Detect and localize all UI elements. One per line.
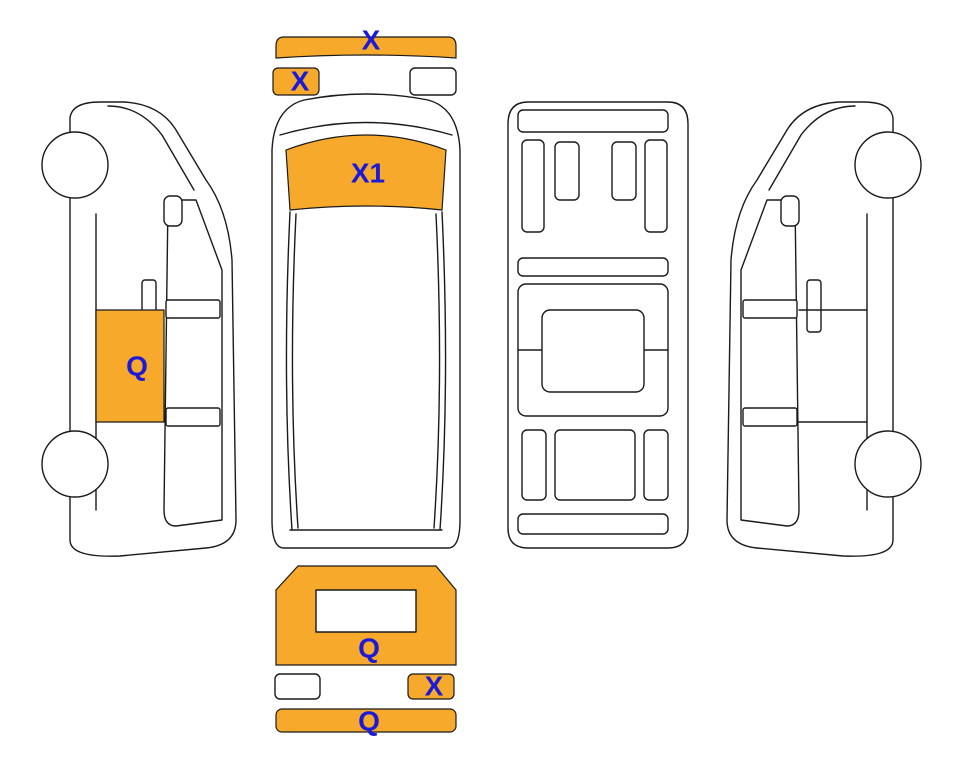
front-bumper-label: X xyxy=(362,25,381,56)
rear-left-light[interactable] xyxy=(274,673,321,700)
front-left-light-label: X xyxy=(291,66,310,97)
roof-left-rail-inner xyxy=(291,213,299,529)
left-window-front xyxy=(163,199,223,527)
right-front-wheel xyxy=(854,131,922,199)
left-windshield-line xyxy=(107,105,195,191)
engine-right xyxy=(611,141,637,201)
front-right-light[interactable] xyxy=(409,67,457,96)
tank-panel xyxy=(541,309,645,393)
top-view: X1 xyxy=(271,93,461,549)
roof-right-rail-inner xyxy=(433,213,441,529)
rear-right-rail xyxy=(643,429,669,501)
windshield-label: X1 xyxy=(351,158,385,189)
rear-right-light-label: X xyxy=(425,671,444,702)
rear-door-label: Q xyxy=(358,633,380,664)
roof-left-rail xyxy=(285,211,293,531)
right-mirror xyxy=(806,279,822,333)
left-side-view: Q xyxy=(41,101,237,557)
front-left-light[interactable] xyxy=(272,67,320,96)
engine-left xyxy=(554,141,580,201)
right-side-view xyxy=(726,101,922,557)
windshield[interactable] xyxy=(285,134,447,211)
right-handle xyxy=(780,195,800,227)
rear-left-rail xyxy=(521,429,547,501)
rear-bumper[interactable] xyxy=(275,708,457,733)
front-right-rail xyxy=(644,139,668,233)
front-bumper[interactable] xyxy=(275,36,457,59)
left-window-pillar-2 xyxy=(165,407,221,427)
rear-view: Q X Q xyxy=(274,565,457,737)
front-view: X X xyxy=(272,25,457,97)
right-window-front xyxy=(740,199,800,527)
left-rear-wheel xyxy=(41,430,109,498)
rear-right-light[interactable] xyxy=(407,673,455,700)
rear-crossmember xyxy=(517,513,669,535)
left-side-panel[interactable] xyxy=(95,309,165,423)
front-left-rail xyxy=(521,139,545,233)
left-side-panel-label: Q xyxy=(126,351,148,382)
right-window-pillar-1 xyxy=(742,299,798,319)
left-window-pillar-1 xyxy=(165,299,221,319)
rear-window xyxy=(315,589,417,633)
roof-right-rail xyxy=(439,211,447,531)
right-windshield-line xyxy=(768,105,856,191)
right-rear-wheel xyxy=(854,430,922,498)
right-window-pillar-2 xyxy=(742,407,798,427)
hood-line xyxy=(279,121,453,136)
left-front-wheel xyxy=(41,131,109,199)
mid-crossmember xyxy=(517,257,669,277)
underside-view xyxy=(507,101,689,549)
left-handle xyxy=(163,195,183,227)
rear-bumper-label: Q xyxy=(358,706,380,737)
rear-axle-box xyxy=(554,429,636,501)
front-crossmember xyxy=(517,109,669,133)
